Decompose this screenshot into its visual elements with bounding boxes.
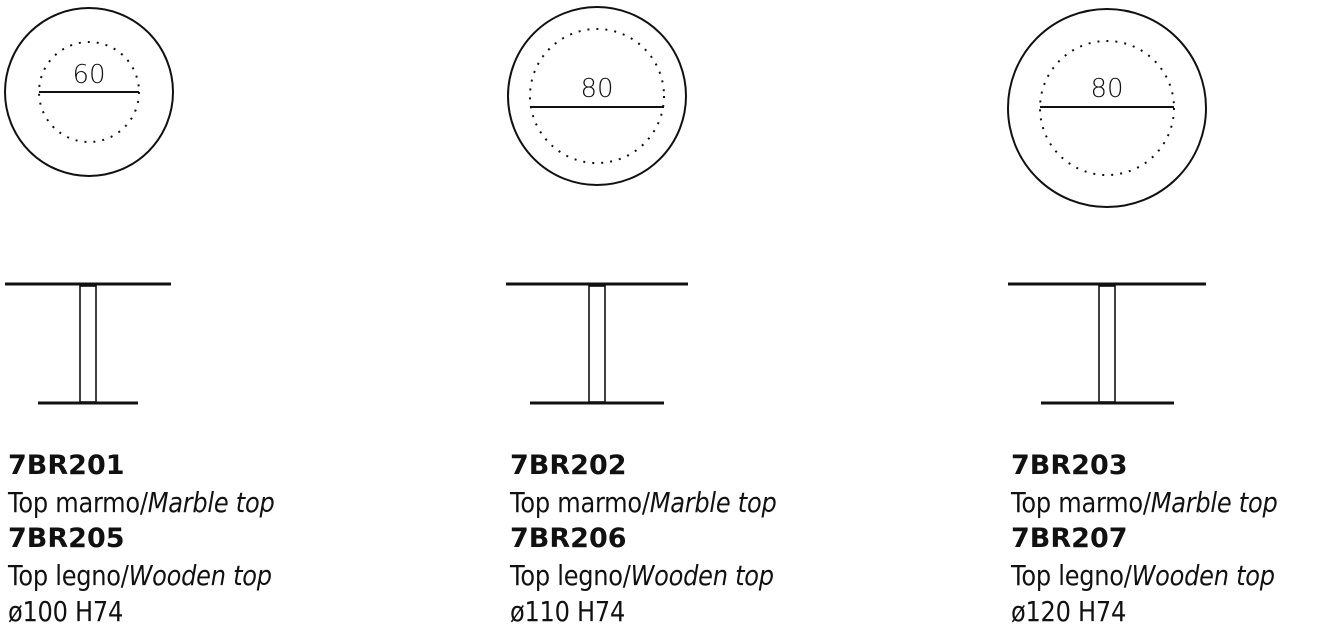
side-view [1008, 282, 1206, 405]
wood-description: Top legno/Wooden top [1011, 558, 1277, 595]
table-drawing: 60 [4, 7, 174, 405]
product-code-marble: 7BR202 [510, 450, 627, 481]
product-code-marble: 7BR201 [8, 450, 125, 481]
product-code-marble: 7BR203 [1011, 450, 1128, 481]
product-code-wood: 7BR206 [510, 523, 627, 554]
table-top-outline [1007, 8, 1207, 208]
desc-english: Wooden top [630, 558, 774, 592]
product-code-wood: 7BR207 [1011, 523, 1128, 554]
desc-english: Wooden top [128, 558, 272, 592]
desc-italian: Top legno/ [8, 558, 129, 592]
table-drawing: 80 [1007, 8, 1207, 405]
desc-italian: Top marmo/ [1011, 485, 1151, 519]
desc-italian: Top legno/ [510, 558, 631, 592]
desc-english: Wooden top [1131, 558, 1275, 592]
size-spec: ø100 H74 [8, 595, 124, 628]
top-view: 80 [1007, 8, 1207, 208]
top-view: 60 [4, 7, 174, 177]
wood-description: Top legno/Wooden top [510, 558, 776, 595]
table-drawing: 80 [506, 6, 688, 405]
spec-text: 7BR202 Top marmo/Marble top 7BR206 Top l… [510, 448, 820, 631]
spec-text: 7BR203 Top marmo/Marble top 7BR207 Top l… [1011, 448, 1321, 631]
side-view [506, 282, 688, 405]
product-code-wood: 7BR205 [8, 523, 125, 554]
base-dimension-label: 60 [72, 60, 105, 90]
desc-italian: Top marmo/ [8, 485, 148, 519]
base-dimension-label: 80 [1090, 74, 1123, 104]
marble-description: Top marmo/Marble top [1011, 485, 1278, 522]
side-view [5, 282, 171, 405]
desc-english: Marble top [1150, 485, 1278, 519]
desc-italian: Top legno/ [1011, 558, 1132, 592]
desc-italian: Top marmo/ [510, 485, 650, 519]
table-top-outline [4, 7, 174, 177]
table-spec-7br202: 80 7BR202 Top marmo/Marble top 7BR206 To… [502, 0, 832, 638]
base-dimension-label: 80 [580, 74, 613, 104]
top-view: 80 [507, 6, 687, 186]
table-top-outline [507, 6, 687, 186]
column-stem [588, 285, 606, 403]
table-spec-7br203: 80 7BR203 Top marmo/Marble top 7BR207 To… [1003, 0, 1326, 638]
base-dashed-outline [529, 28, 665, 164]
column-stem [79, 285, 97, 403]
size-spec: ø110 H74 [510, 595, 626, 628]
marble-description: Top marmo/Marble top [8, 485, 275, 522]
desc-english: Marble top [649, 485, 777, 519]
size-spec: ø120 H74 [1011, 595, 1127, 628]
spec-text: 7BR201 Top marmo/Marble top 7BR205 Top l… [8, 448, 318, 631]
marble-description: Top marmo/Marble top [510, 485, 777, 522]
table-spec-7br201: 60 7BR201 Top marmo/Marble top 7BR205 To… [0, 0, 330, 638]
wood-description: Top legno/Wooden top [8, 558, 274, 595]
desc-english: Marble top [147, 485, 275, 519]
column-stem [1098, 285, 1116, 403]
